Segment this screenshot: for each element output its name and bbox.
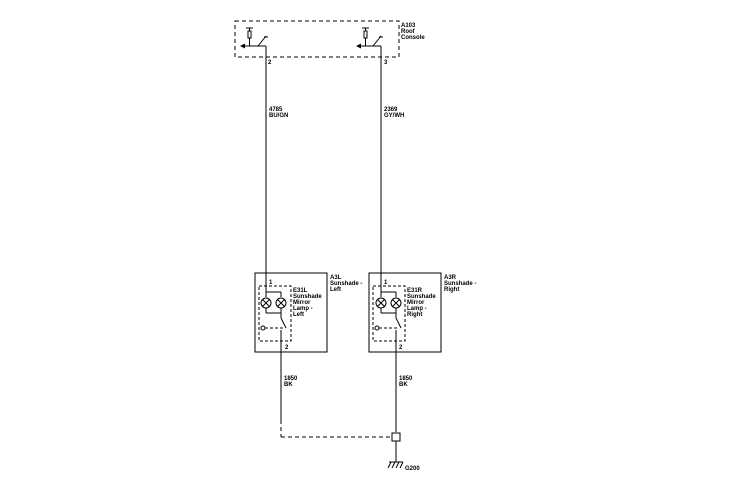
sunshade-left-name-line1: Sunshade - — [330, 281, 362, 287]
wire-right-upper-color: GY/WH — [384, 113, 404, 119]
roof-console-switch-right-icon — [362, 27, 383, 57]
lamp-left-id: E31L — [293, 288, 308, 294]
lamp-right-id: E31R — [407, 288, 423, 294]
sunshade-right-box — [368, 272, 442, 353]
lamp-right-box — [372, 285, 406, 342]
wire-left-upper-color: BU/GN — [269, 113, 288, 119]
wire-right-upper-circuit: 2369 — [384, 107, 398, 113]
roof-console-switch-left-icon — [246, 27, 268, 57]
lamp-left-bulbs-icon — [260, 291, 287, 352]
wire-right-lower-color: BK — [399, 382, 408, 388]
sunshade-right-name-line2: Right — [444, 287, 459, 293]
lamp-left-line4: Left — [293, 312, 304, 318]
roof-console-name-line1: Roof — [401, 29, 416, 35]
sunshade-right-pin-bottom: 2 — [399, 345, 403, 351]
ground-icon — [387, 461, 404, 469]
lamp-right-bulbs-icon — [374, 291, 402, 352]
lamp-right-line3: Lamp - — [407, 306, 427, 312]
sunshade-left-box — [254, 272, 328, 353]
lamp-left-line2: Mirror — [293, 300, 311, 306]
sunshade-right-name-line1: Sunshade - — [444, 281, 476, 287]
sunshade-left-id: A3L — [330, 275, 342, 281]
wire-left-upper-circuit: 4785 — [269, 107, 283, 113]
lamp-left-line1: Sunshade — [293, 294, 322, 300]
sunshade-left-name-line2: Left — [330, 287, 341, 293]
roof-console-box — [234, 20, 400, 58]
wire-right-lower-circuit: 1850 — [399, 376, 413, 382]
lamp-right-line2: Mirror — [407, 300, 425, 306]
splice-icon — [391, 432, 401, 442]
sunshade-right-pin-top: 1 — [384, 280, 388, 286]
lamp-right-line4: Right — [407, 312, 422, 318]
ground-id: G200 — [405, 466, 420, 472]
roof-console-id: A103 — [401, 23, 416, 29]
wire-left-lower-circuit: 1850 — [284, 376, 298, 382]
arrow-right-pin-icon — [356, 43, 361, 49]
roof-console-pin-left: 2 — [268, 60, 272, 66]
arrow-left-icon — [240, 43, 245, 49]
roof-console-name-line2: Console — [401, 35, 425, 41]
lamp-left-box — [258, 285, 292, 342]
roof-console-pin-right: 3 — [384, 60, 388, 66]
sunshade-left-pin-top: 1 — [269, 280, 273, 286]
lamp-right-line1: Sunshade — [407, 294, 436, 300]
wire-left-lower-color: BK — [284, 382, 293, 388]
sunshade-right-id: A3R — [444, 275, 457, 281]
lamp-left-line3: Lamp - — [293, 306, 313, 312]
sunshade-left-pin-bottom: 2 — [285, 345, 289, 351]
